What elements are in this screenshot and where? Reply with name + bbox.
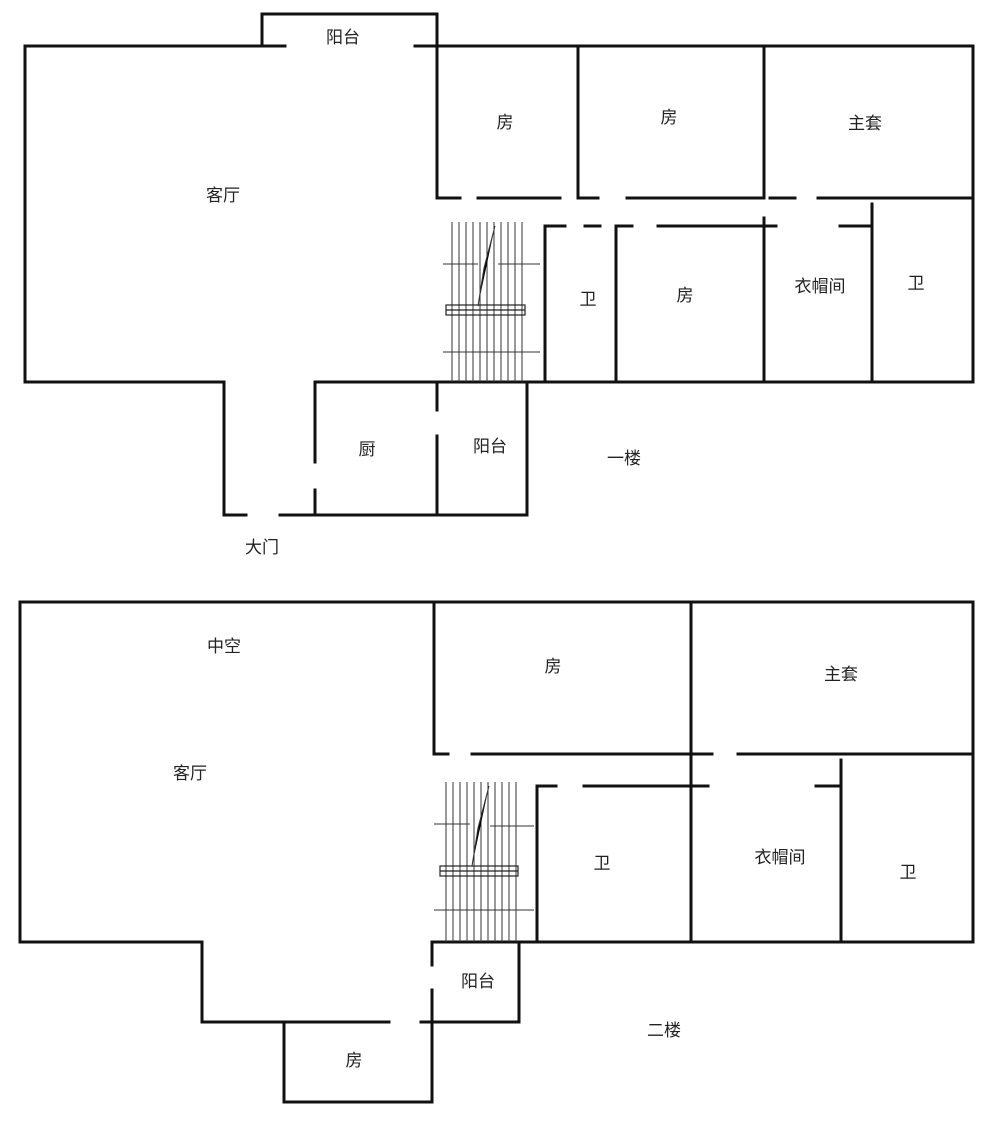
room-2f-1-label: 房	[545, 657, 562, 677]
room-2-label: 房	[661, 108, 678, 128]
bath-2f-1-label: 卫	[594, 854, 611, 874]
balcony-top-label: 阳台	[326, 28, 360, 48]
cloakroom-label: 衣帽间	[795, 277, 846, 297]
living-room-2-label: 客厅	[173, 764, 207, 784]
bath-2f-2-label: 卫	[900, 863, 917, 883]
bath-2-label: 卫	[908, 274, 925, 294]
master-suite-label: 主套	[848, 114, 882, 134]
floor-2-label: 二楼	[647, 1021, 681, 1041]
balcony-bottom-label: 阳台	[473, 437, 507, 457]
entrance-label: 大门	[245, 538, 279, 558]
kitchen-label: 厨	[359, 440, 376, 460]
cloakroom-2-label: 衣帽间	[755, 848, 806, 868]
room-2f-2-label: 房	[346, 1051, 363, 1071]
staircase-1	[443, 222, 540, 382]
living-room-label: 客厅	[206, 186, 240, 206]
room-3-label: 房	[677, 286, 694, 306]
master-suite-2-label: 主套	[824, 665, 858, 685]
bath-1-label: 卫	[580, 290, 597, 310]
room-1-label: 房	[497, 113, 514, 133]
floor-1-label: 一楼	[607, 449, 641, 469]
balcony-2-label: 阳台	[461, 972, 495, 992]
floor-2-plan: 中空 客厅 房 主套 卫 衣帽间 卫 阳台 二楼 房	[18, 600, 975, 1104]
void-label: 中空	[207, 637, 241, 657]
floor-1-plan: 阳台 客厅 房 房 主套 卫 房 衣帽间 卫 厨 阳台 一楼 大门	[23, 12, 975, 558]
staircase-2	[434, 782, 534, 942]
